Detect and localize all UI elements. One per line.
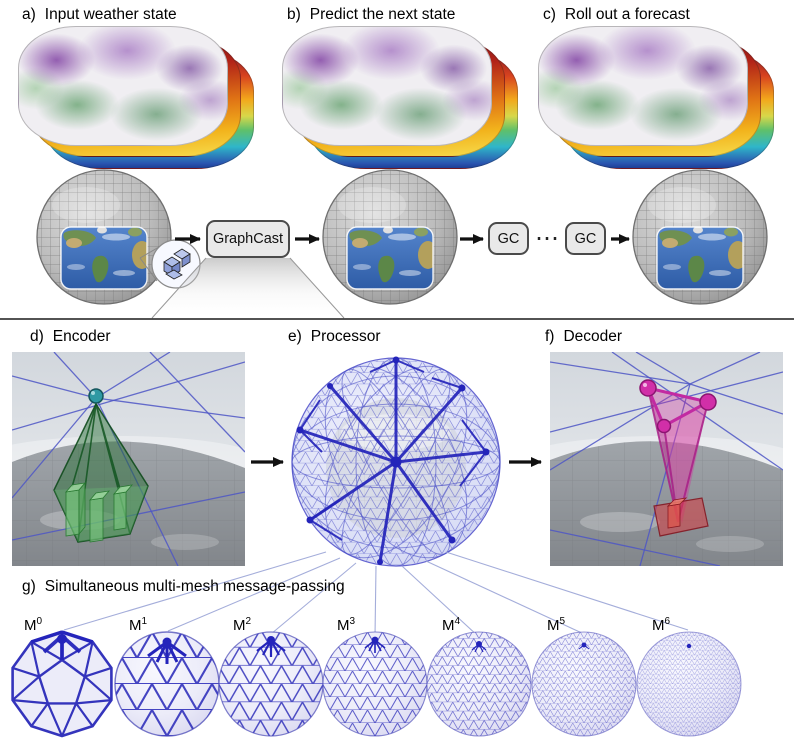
panel-letter: d) [30,328,44,345]
pipeline-arrows [175,234,630,467]
panel-label-f: f) Decoder [545,328,622,346]
mesh-globe-c [633,170,767,304]
graphcast-box: GraphCast [206,220,290,258]
panel-title: Encoder [52,328,111,345]
decoder-panel [550,352,783,566]
panel-letter: e) [288,328,302,345]
panel-label-e: e) Processor [288,328,381,346]
panel-letter: a) [22,6,36,23]
processor-sphere [291,356,501,567]
mesh-sphere-m3 [322,631,428,737]
multimesh-connector-lines [63,551,689,638]
panel-title: Decoder [563,328,623,345]
gc-box-2: GC [565,222,606,255]
panel-title: Input weather state [44,6,177,23]
anomaly-map [282,26,492,146]
weather-map-stack-c [538,26,778,172]
panel-label-g: g) Simultaneous multi-mesh message-passin… [22,578,345,596]
mesh-label-m0: M0 [24,616,43,634]
anomaly-map [538,26,748,146]
panel-title: Roll out a forecast [564,6,690,23]
decoder-mesh-node [699,393,717,411]
magnifier-inset [139,239,201,289]
gc-box-label: GC [497,230,520,247]
mesh-label-m4: M4 [442,616,461,634]
panel-label-b: b) Predict the next state [287,6,455,24]
panel-letter: c) [543,6,556,23]
mesh-label-m5: M5 [547,616,566,634]
weather-map-stack-b [282,26,522,172]
weather-map-stack-a [18,26,258,172]
mesh-label-m2: M2 [233,616,252,634]
encoder-panel [12,352,245,566]
panel-letter: g) [22,578,36,595]
mesh-sphere-m0 [11,630,113,738]
encoder-mesh-node [88,388,104,404]
mesh-sphere-m6 [636,631,742,737]
mesh-sphere-m5 [531,631,637,737]
grid-columns [64,481,134,543]
mesh-label-m6: M6 [652,616,671,634]
mesh-globe-b [323,170,457,304]
panel-label-c: c) Roll out a forecast [543,6,690,24]
panel-title: Predict the next state [309,6,456,23]
decoder-mesh-node [656,418,672,434]
zoom-funnel [151,257,345,319]
gc-box-1: GC [488,222,529,255]
mesh-label-m1: M1 [129,616,148,634]
processor-message-edges [296,356,490,565]
mesh-sphere-m2 [218,631,324,737]
panel-label-a: a) Input weather state [22,6,177,24]
decoder-cone [639,379,717,537]
anomaly-map [18,26,228,146]
decoder-mesh-node [639,379,657,397]
panel-letter: b) [287,6,301,23]
ellipsis-glyph: ⋯ [535,225,559,252]
panel-letter: f) [545,328,555,345]
mesh-cubes [163,248,191,280]
panel-title: Simultaneous multi-mesh message-passing [44,578,345,595]
mesh-globe-a [37,170,171,304]
mesh-label-m3: M3 [337,616,356,634]
panel-label-d: d) Encoder [30,328,111,346]
gc-box-label: GC [574,230,597,247]
ellipsis-dots: ⋯ [529,222,565,255]
graphcast-box-label: GraphCast [212,231,284,247]
panel-title: Processor [310,328,381,345]
encoder-cone [53,388,149,543]
mesh-sphere-m1 [114,631,220,737]
decoder-mesh-lines [550,352,783,566]
mesh-sphere-m4 [426,631,532,737]
